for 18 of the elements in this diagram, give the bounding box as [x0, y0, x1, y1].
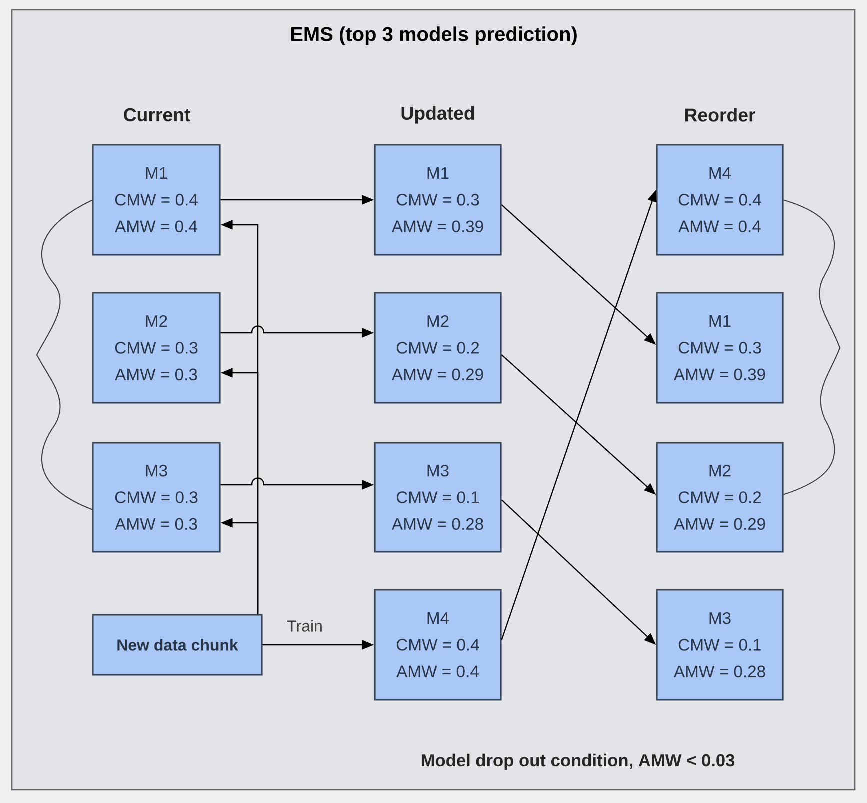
model-box: M2 CMW = 0.3 AMW = 0.3: [92, 292, 221, 404]
column-heading: Reorder: [685, 108, 756, 122]
model-box: M1 CMW = 0.4 AMW = 0.4: [92, 144, 221, 256]
edge-label: Train: [287, 620, 322, 632]
model-box: M2 CMW = 0.2 AMW = 0.29: [374, 292, 502, 404]
model-box: M1 CMW = 0.3 AMW = 0.39: [374, 144, 502, 256]
model-box: M4 CMW = 0.4 AMW = 0.4: [656, 144, 784, 256]
model-box: M3 CMW = 0.3 AMW = 0.3: [92, 442, 221, 553]
note: Model drop out condition, AMW < 0.03: [422, 754, 735, 770]
model-box: M3 CMW = 0.1 AMW = 0.28: [656, 589, 784, 701]
column-heading: Updated: [402, 106, 474, 124]
column-heading: Current: [124, 108, 190, 122]
model-box: M3 CMW = 0.1 AMW = 0.28: [374, 442, 502, 553]
diagram-title: EMS (top 3 models prediction): [291, 26, 577, 46]
model-box: M2 CMW = 0.2 AMW = 0.29: [656, 442, 784, 553]
model-box: M1 CMW = 0.3 AMW = 0.39: [656, 292, 784, 404]
data-box: New data chunk: [92, 614, 263, 676]
model-box: M4 CMW = 0.4 AMW = 0.4: [374, 589, 502, 701]
